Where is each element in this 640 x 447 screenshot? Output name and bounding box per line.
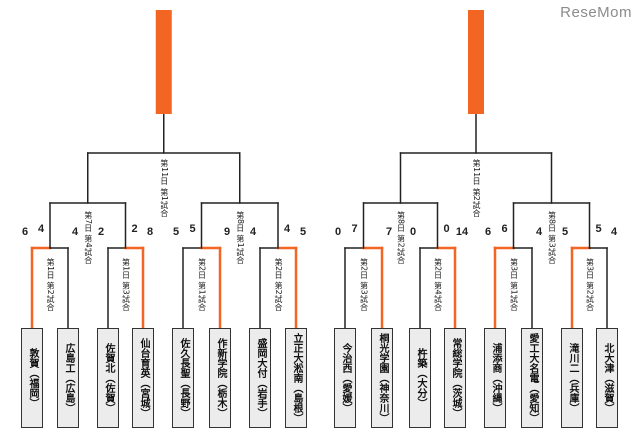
team-score: 0 — [334, 226, 342, 238]
team-box: 北大津（滋賀） — [596, 328, 618, 428]
team-box: 佐賀北（佐賀） — [97, 328, 119, 428]
team-name: 広島工（広島） — [63, 343, 74, 413]
match-label: 第8日 第1試合 — [235, 211, 245, 264]
team-name: 立正大淞南（島根） — [291, 333, 302, 423]
match-label: 第2日 第3試合 — [359, 258, 369, 311]
match-label: 第2日 第2試合 — [274, 258, 283, 311]
match-label: 第8日 第3試合 — [547, 211, 557, 264]
team-name: 盛岡大付（岩手） — [255, 338, 266, 418]
match-score: 5 — [189, 223, 196, 235]
team-score: 2 — [97, 226, 105, 238]
match-label: 第1日 第3試合 — [121, 258, 131, 311]
team-score: 5 — [299, 226, 307, 238]
semifinal-bar — [155, 10, 172, 114]
match-label: 第2日 第1試合 — [197, 258, 207, 311]
team-name: 常総学院（茨城） — [450, 338, 461, 418]
team-name: 佐久長聖（長野） — [178, 338, 189, 418]
team-score: 6 — [484, 226, 492, 238]
team-name: 愛工大名電（愛知） — [527, 333, 538, 423]
team-box: 常総学院（茨城） — [444, 328, 466, 428]
match-label: 第11日 第2試合 — [472, 159, 481, 217]
team-box: 今治西（愛媛） — [334, 328, 356, 428]
match-score: 7 — [351, 223, 358, 235]
match-label: 第8日 第2試合 — [396, 211, 406, 264]
semifinal-bar — [468, 10, 484, 114]
team-box: 敦賀（福岡） — [21, 328, 43, 428]
team-box: 滝川二（兵庫） — [561, 328, 583, 428]
team-name: 仙台育英（宮城） — [138, 338, 149, 418]
team-score: 0 — [409, 226, 417, 238]
team-score: 9 — [223, 226, 231, 238]
team-score: 6 — [21, 226, 29, 238]
match-label: 第3日 第1試合 — [509, 258, 519, 311]
team-score: 4 — [249, 226, 257, 238]
match-score: 5 — [595, 223, 602, 235]
team-box: 広島工（広島） — [57, 328, 79, 428]
team-name: 滝川二（兵庫） — [567, 343, 578, 413]
team-score: 4 — [535, 226, 543, 238]
team-box: 浦添商（沖縄） — [484, 328, 506, 428]
resemom-logo: ReseMom — [560, 4, 632, 21]
team-name: 杵築（大分） — [415, 348, 426, 408]
team-box: 作新学院（栃木） — [209, 328, 231, 428]
team-box: 愛工大名電（愛知） — [521, 328, 543, 428]
team-name: 桐光学園（神奈川） — [377, 333, 388, 423]
match-score: 0 — [443, 223, 450, 235]
team-name: 敦賀（福岡） — [27, 348, 38, 408]
match-score: 2 — [131, 223, 138, 235]
match-label: 第7日 第4試合 — [83, 211, 93, 264]
team-name: 佐賀北（佐賀） — [103, 343, 114, 413]
team-box: 仙台育英（宮城） — [132, 328, 154, 428]
team-score: 5 — [561, 226, 569, 238]
team-box: 立正大淞南（島根） — [285, 328, 307, 428]
match-score: 6 — [501, 223, 508, 235]
match-score: 4 — [37, 223, 45, 235]
team-name: 作新学院（栃木） — [215, 338, 226, 418]
team-box: 佐久長聖（長野） — [172, 328, 194, 428]
match-score: 4 — [283, 223, 291, 235]
team-score: 8 — [146, 226, 154, 238]
team-box: 杵築（大分） — [409, 328, 431, 428]
team-score: 4 — [71, 226, 79, 238]
team-box: 桐光学園（神奈川） — [371, 328, 393, 428]
match-label: 第3日 第2試合 — [585, 258, 595, 311]
team-score: 7 — [385, 226, 393, 238]
team-name: 今治西（愛媛） — [340, 343, 351, 413]
team-name: 北大津（滋賀） — [602, 343, 613, 413]
team-name: 浦添商（沖縄） — [490, 343, 501, 413]
team-score: 14 — [455, 226, 469, 238]
team-score: 5 — [172, 226, 180, 238]
team-score: 4 — [610, 226, 618, 238]
match-label: 第1日 第2試合 — [46, 258, 55, 311]
match-label: 第2日 第4試合 — [433, 258, 443, 311]
match-label: 第11日 第1試合 — [159, 159, 169, 217]
team-box: 盛岡大付（岩手） — [249, 328, 271, 428]
